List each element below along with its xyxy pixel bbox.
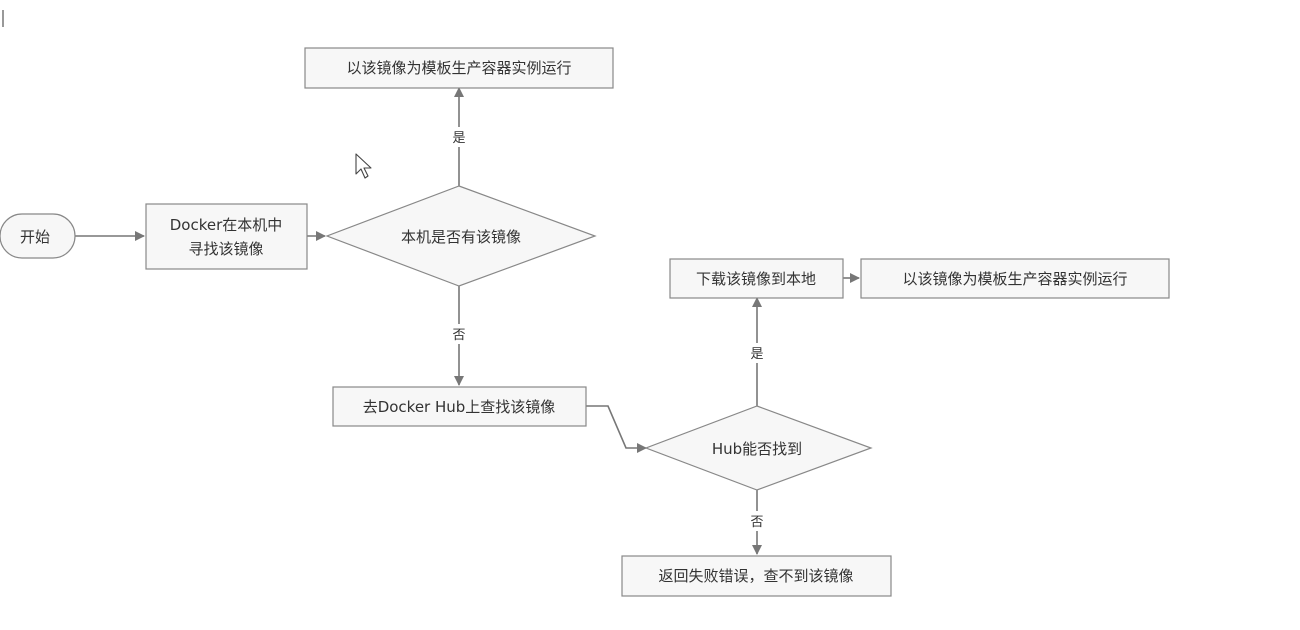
node-start: 开始 — [0, 213, 76, 259]
svg-text:返回失败错误，查不到该镜像: 返回失败错误，查不到该镜像 — [658, 567, 853, 585]
node-run-local: 以该镜像为模板生产容器实例运行 — [304, 47, 614, 89]
svg-text:以该镜像为模板生产容器实例运行: 以该镜像为模板生产容器实例运行 — [346, 59, 571, 77]
svg-text:下载该镜像到本地: 下载该镜像到本地 — [696, 270, 816, 288]
node-download: 下载该镜像到本地 — [669, 258, 844, 299]
svg-text:Docker在本机中: Docker在本机中 — [170, 216, 283, 234]
edge-label-hub-yes: 是 — [750, 347, 763, 362]
node-fail: 返回失败错误，查不到该镜像 — [621, 555, 892, 597]
edge-label-local-yes: 是 — [452, 131, 465, 146]
node-decision-local: 本机是否有该镜像 — [325, 185, 597, 287]
svg-text:去Docker Hub上查找该镜像: 去Docker Hub上查找该镜像 — [363, 398, 556, 416]
node-decision-hub: Hub能否找到 — [644, 405, 873, 491]
mouse-pointer-icon — [355, 153, 372, 179]
edge-label-hub-no: 否 — [750, 515, 763, 530]
edge-hub-search-to-decision — [586, 405, 647, 453]
svg-text:寻找该镜像: 寻找该镜像 — [188, 240, 263, 258]
svg-text:Hub能否找到: Hub能否找到 — [712, 440, 802, 458]
edge-label-local-no: 否 — [452, 328, 465, 343]
node-search-local: Docker在本机中 寻找该镜像 — [145, 203, 308, 270]
node-search-hub: 去Docker Hub上查找该镜像 — [332, 386, 587, 427]
svg-text:开始: 开始 — [20, 228, 50, 246]
svg-text:以该镜像为模板生产容器实例运行: 以该镜像为模板生产容器实例运行 — [902, 270, 1127, 288]
svg-text:本机是否有该镜像: 本机是否有该镜像 — [401, 228, 521, 246]
node-run-downloaded: 以该镜像为模板生产容器实例运行 — [860, 258, 1170, 299]
